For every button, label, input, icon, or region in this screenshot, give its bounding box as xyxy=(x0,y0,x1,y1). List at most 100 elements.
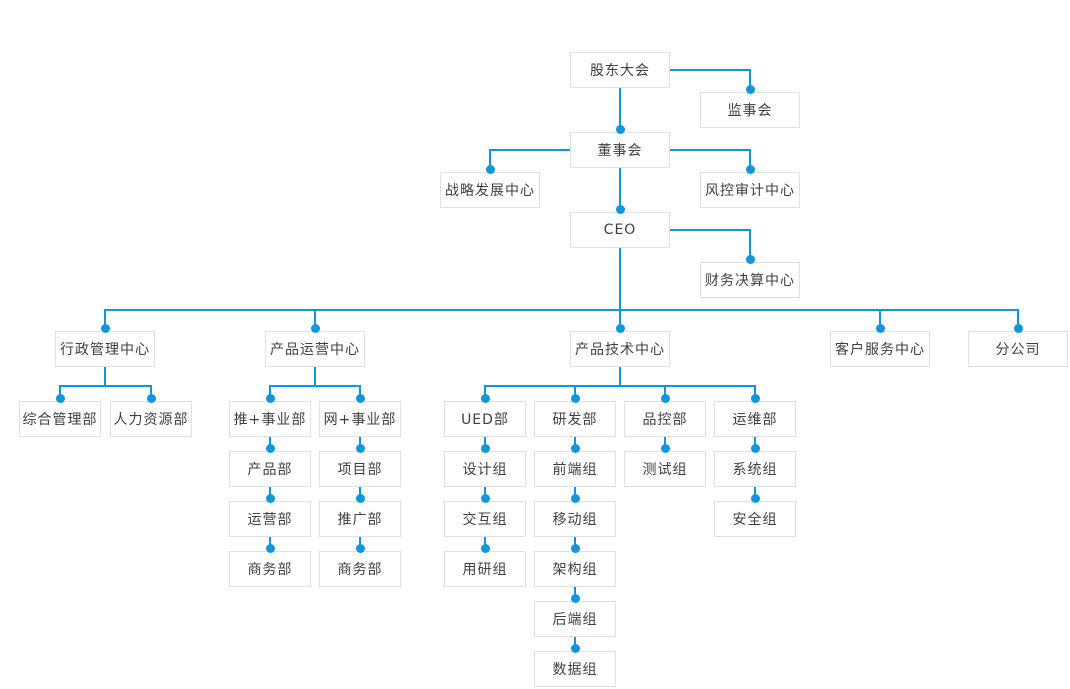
node-label: 分公司 xyxy=(995,342,1041,358)
connector-dot xyxy=(355,544,365,553)
node-label: 测试组 xyxy=(642,462,688,478)
connector-dot xyxy=(570,494,580,503)
connector-dot xyxy=(570,644,580,653)
connector-line xyxy=(619,248,621,310)
node-mobile-group[interactable]: 移动组 xyxy=(534,494,616,537)
node-promotion-dept[interactable]: 推广部 xyxy=(319,494,401,537)
connector-dot xyxy=(100,324,110,333)
node-branch-company[interactable]: 分公司 xyxy=(968,324,1068,367)
node-test-group[interactable]: 测试组 xyxy=(624,444,706,487)
connector-line xyxy=(1017,310,1019,328)
node-ceo[interactable]: CEO xyxy=(570,205,670,248)
node-label: 系统组 xyxy=(732,462,778,478)
connector-line xyxy=(359,537,361,548)
connector-dot xyxy=(480,544,490,553)
node-label: 产品部 xyxy=(247,462,293,478)
connector-dot xyxy=(355,494,365,503)
node-label: 项目部 xyxy=(337,462,383,478)
node-qc-dept[interactable]: 品控部 xyxy=(624,394,706,437)
connector-line xyxy=(664,386,666,398)
node-supervisory-board[interactable]: 监事会 xyxy=(700,85,800,128)
connector-line xyxy=(269,386,271,398)
node-customer-service-center[interactable]: 客户服务中心 xyxy=(830,324,930,367)
connector-dot xyxy=(310,324,320,333)
node-label: 风控审计中心 xyxy=(705,183,795,199)
node-shareholders-meeting[interactable]: 股东大会 xyxy=(570,52,670,88)
connector-line xyxy=(749,70,751,89)
node-label: 股东大会 xyxy=(590,63,650,79)
node-rd-dept[interactable]: 研发部 xyxy=(534,394,616,437)
node-label: 设计组 xyxy=(462,462,508,478)
node-finance-center[interactable]: 财务决算中心 xyxy=(700,255,800,298)
connector-line xyxy=(484,385,756,387)
connector-line xyxy=(664,437,666,448)
node-interaction-group[interactable]: 交互组 xyxy=(444,494,526,537)
connector-line xyxy=(670,229,751,231)
connector-line xyxy=(489,149,570,151)
node-label: 网+事业部 xyxy=(323,412,397,428)
node-general-mgmt-dept[interactable]: 综合管理部 xyxy=(19,394,101,437)
connector-dot xyxy=(265,494,275,503)
node-hr-dept[interactable]: 人力资源部 xyxy=(110,394,192,437)
node-label: 客户服务中心 xyxy=(835,342,925,358)
connector-line xyxy=(754,487,756,498)
node-label: 战略发展中心 xyxy=(445,183,535,199)
node-product-tech-center[interactable]: 产品技术中心 xyxy=(570,324,670,367)
node-business-dept-wang[interactable]: 商务部 xyxy=(319,544,401,587)
node-security-group[interactable]: 安全组 xyxy=(714,494,796,537)
node-label: 商务部 xyxy=(337,562,383,578)
node-operations-dept[interactable]: 运营部 xyxy=(229,494,311,537)
connector-dot xyxy=(745,165,755,174)
node-user-research-group[interactable]: 用研组 xyxy=(444,544,526,587)
node-board-of-directors[interactable]: 董事会 xyxy=(570,125,670,168)
connector-line xyxy=(879,310,881,328)
connector-dot xyxy=(570,444,580,453)
connector-dot xyxy=(485,165,495,174)
node-strategic-dev-center[interactable]: 战略发展中心 xyxy=(440,165,540,208)
connector-line xyxy=(489,150,491,169)
node-label: 后端组 xyxy=(552,612,598,628)
node-label: 运维部 xyxy=(732,412,778,428)
connector-line xyxy=(574,386,576,398)
connector-dot xyxy=(570,394,580,403)
connector-dot xyxy=(615,324,625,333)
node-business-dept-tui[interactable]: 商务部 xyxy=(229,544,311,587)
connector-line xyxy=(574,437,576,448)
node-product-dept[interactable]: 产品部 xyxy=(229,444,311,487)
connector-line xyxy=(619,310,621,328)
connector-dot xyxy=(570,594,580,603)
node-backend-group[interactable]: 后端组 xyxy=(534,594,616,637)
connector-dot xyxy=(615,205,625,214)
node-label: 数据组 xyxy=(552,662,598,678)
node-risk-audit-center[interactable]: 风控审计中心 xyxy=(700,165,800,208)
connector-line xyxy=(670,149,751,151)
connector-dot xyxy=(265,544,275,553)
node-frontend-group[interactable]: 前端组 xyxy=(534,444,616,487)
node-system-group[interactable]: 系统组 xyxy=(714,444,796,487)
connector-line xyxy=(150,386,152,398)
connector-line xyxy=(59,386,61,398)
node-data-group[interactable]: 数据组 xyxy=(534,644,616,687)
node-tui-business-dept[interactable]: 推+事业部 xyxy=(229,394,311,437)
connector-line xyxy=(269,537,271,548)
connector-dot xyxy=(745,85,755,94)
connector-line xyxy=(104,367,106,386)
node-label: 财务决算中心 xyxy=(705,273,795,289)
connector-line xyxy=(359,437,361,448)
node-product-ops-center[interactable]: 产品运营中心 xyxy=(265,324,365,367)
connector-line xyxy=(619,168,621,209)
node-om-dept[interactable]: 运维部 xyxy=(714,394,796,437)
node-design-group[interactable]: 设计组 xyxy=(444,444,526,487)
node-label: 架构组 xyxy=(552,562,598,578)
node-architecture-group[interactable]: 架构组 xyxy=(534,544,616,587)
connector-line xyxy=(104,310,106,328)
node-ued-dept[interactable]: UED部 xyxy=(444,394,526,437)
node-project-dept[interactable]: 项目部 xyxy=(319,444,401,487)
connector-dot xyxy=(480,494,490,503)
connector-line xyxy=(619,367,621,386)
connector-line xyxy=(314,367,316,386)
node-wang-business-dept[interactable]: 网+事业部 xyxy=(319,394,401,437)
node-admin-center[interactable]: 行政管理中心 xyxy=(55,324,155,367)
node-label: 行政管理中心 xyxy=(60,342,150,358)
connector-dot xyxy=(146,394,156,403)
